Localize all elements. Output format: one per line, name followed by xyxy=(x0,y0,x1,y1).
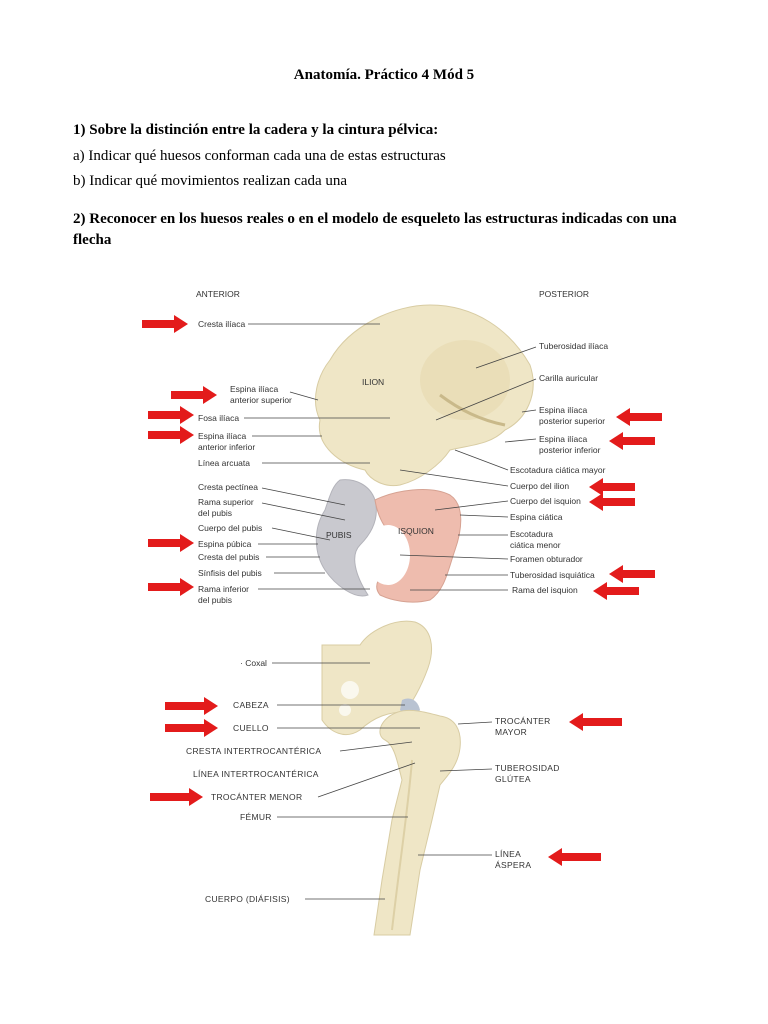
label-espina-ciatica: Espina ciática xyxy=(510,512,563,522)
label-cuerpo-isquion: Cuerpo del isquion xyxy=(510,496,581,506)
label-foramen: Foramen obturador xyxy=(510,554,583,564)
red-arrow-rama-isquion xyxy=(593,582,639,600)
label-cresta-pectinea: Cresta pectínea xyxy=(198,482,258,492)
label-cuello: CUELLO xyxy=(233,723,269,733)
question-1-item-a: a) Indicar qué huesos conforman cada una… xyxy=(73,148,446,164)
label-trocanter-mayor-1: TROCÁNTER xyxy=(495,716,551,726)
label-espina-ant-sup-2: anterior superior xyxy=(230,395,292,405)
label-cresta-intertrocanterica: CRESTA INTERTROCANTÉRICA xyxy=(186,746,321,756)
obturator-foramen xyxy=(366,525,410,585)
label-cuerpo-pubis: Cuerpo del pubis xyxy=(198,523,262,533)
pointer-arrows xyxy=(142,315,662,866)
label-espina-ant-inf-2: anterior inferior xyxy=(198,442,255,452)
red-arrow-cuerpo-isquion xyxy=(589,493,635,511)
label-cuerpo-diafisis: CUERPO (DIÁFISIS) xyxy=(205,894,290,904)
label-espina-ant-inf-1: Espina ilíaca xyxy=(198,431,246,441)
label-cresta-pubis: Cresta del pubis xyxy=(198,552,259,562)
pubis-region-label: PUBIS xyxy=(326,530,352,540)
page-title: Anatomía. Práctico 4 Mód 5 xyxy=(293,67,475,83)
label-tuberosidad-glutea-1: TUBEROSIDAD xyxy=(495,763,560,773)
red-arrow-cuerpo-ilion xyxy=(589,478,635,496)
red-arrow-rama-inferior xyxy=(148,578,194,596)
isquion-region-label: ISQUION xyxy=(398,526,434,536)
label-cresta-iliaca: Cresta ilíaca xyxy=(198,319,246,329)
red-arrow-espina-post-sup xyxy=(616,408,662,426)
red-arrow-espina-ant-sup xyxy=(171,386,217,404)
red-arrow-tuberosidad-isquiatica xyxy=(609,565,655,583)
label-linea-intertrocanterica: LÍNEA INTERTROCANTÉRICA xyxy=(193,769,319,779)
label-tuberosidad-glutea-2: GLÚTEA xyxy=(495,774,531,784)
red-arrow-espina-pubica xyxy=(148,534,194,552)
hip-bone-figure: ANTERIOR POSTERIOR ILION PUBIS ISQUION C… xyxy=(196,289,608,605)
label-carilla-auricular: Carilla auricular xyxy=(539,373,598,383)
label-linea-aspera-1: LÍNEA xyxy=(495,849,521,859)
coxal-dot: · xyxy=(240,658,245,668)
label-coxal: · Coxal xyxy=(240,658,267,668)
label-rama-inf-2: del pubis xyxy=(198,595,232,605)
label-espina-post-inf-1: Espina ilíaca xyxy=(539,434,587,444)
red-arrow-cabeza xyxy=(165,697,218,715)
femur-figure: · Coxal CABEZA CUELLO CRESTA INTERTROCAN… xyxy=(186,620,560,936)
red-arrow-cresta-iliaca xyxy=(142,315,188,333)
label-tuberosidad-iliaca: Tuberosidad ilíaca xyxy=(539,341,608,351)
label-espina-post-sup-1: Espina ilíaca xyxy=(539,405,587,415)
question-2-heading: 2) Reconocer en los huesos reales o en e… xyxy=(73,211,677,248)
label-cuerpo-ilion: Cuerpo del ilion xyxy=(510,481,569,491)
label-linea-aspera-2: ÁSPERA xyxy=(495,860,531,870)
label-trocanter-menor: TROCÁNTER MENOR xyxy=(211,792,302,802)
question-1-heading: 1) Sobre la distinción entre la cadera y… xyxy=(73,122,439,138)
label-espina-post-sup-2: posterior superior xyxy=(539,416,605,426)
red-arrow-fosa-iliaca xyxy=(148,406,194,424)
red-arrow-trocanter-menor xyxy=(150,788,203,806)
question-1-item-b: b) Indicar qué movimientos realizan cada… xyxy=(73,173,348,189)
label-fosa-iliaca: Fosa ilíaca xyxy=(198,413,239,423)
label-linea-arcuata: Línea arcuata xyxy=(198,458,250,468)
label-rama-sup-2: del pubis xyxy=(198,508,232,518)
red-arrow-trocanter-mayor xyxy=(569,713,622,731)
red-arrow-cuello xyxy=(165,719,218,737)
label-rama-isquion: Rama del isquion xyxy=(512,585,578,595)
label-espina-ant-sup-1: Espina ilíaca xyxy=(230,384,278,394)
label-escotadura-menor-1: Escotadura xyxy=(510,529,553,539)
ilion-region-label: ILION xyxy=(362,377,384,387)
red-arrow-espina-post-inf xyxy=(609,432,655,450)
anterior-label: ANTERIOR xyxy=(196,289,240,299)
label-escotadura-mayor: Escotadura ciática mayor xyxy=(510,465,606,475)
red-arrow-espina-ant-inf xyxy=(148,426,194,444)
label-trocanter-mayor-2: MAYOR xyxy=(495,727,527,737)
posterior-label: POSTERIOR xyxy=(539,289,589,299)
label-rama-inf-1: Rama inferior xyxy=(198,584,249,594)
femur-proximal xyxy=(373,709,461,936)
label-espina-post-inf-2: posterior inferior xyxy=(539,445,601,455)
label-escotadura-menor-2: ciática menor xyxy=(510,540,561,550)
label-sinfisis: Sínfisis del pubis xyxy=(198,568,262,578)
label-cabeza: CABEZA xyxy=(233,700,269,710)
red-arrow-linea-aspera xyxy=(548,848,601,866)
label-rama-sup-1: Rama superior xyxy=(198,497,254,507)
label-tuberosidad-isquiatica: Tuberosidad isquiática xyxy=(510,570,595,580)
coxal-text: Coxal xyxy=(245,658,267,668)
label-espina-pubica: Espina púbica xyxy=(198,539,252,549)
label-femur: FÉMUR xyxy=(240,812,272,822)
